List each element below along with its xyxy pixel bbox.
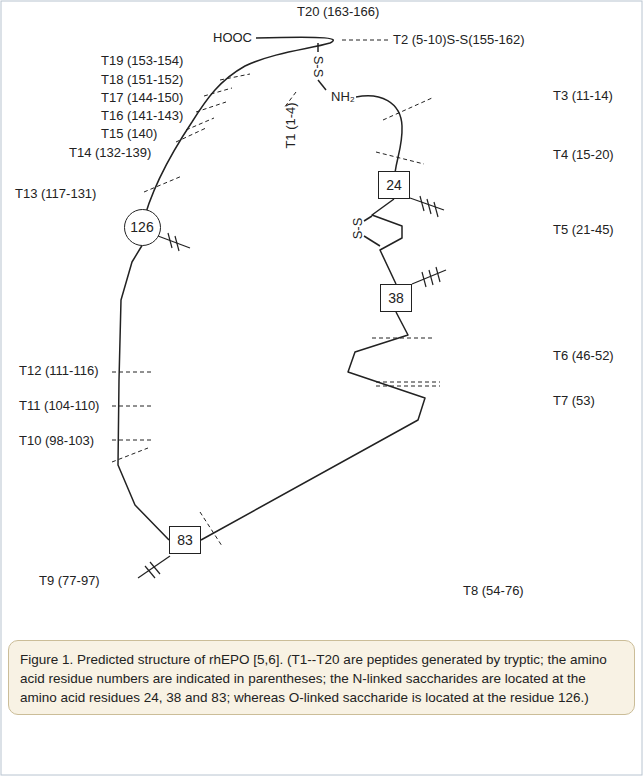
glycosite-box: 83 [169,526,201,554]
peptide-label: T20 (163-166) [296,4,380,19]
residue-number: 83 [177,532,193,548]
chain-label: NH₂ [330,89,356,104]
chain-label: S-S [311,55,326,79]
residue-number: 126 [130,219,153,235]
chain-segment [372,199,402,284]
peptide-label: T7 (53) [552,393,596,408]
figure-caption: Figure 1. Predicted structure of rhEPO [… [20,650,623,707]
peptide-label: T18 (151-152) [100,72,184,87]
glycosite-box: 24 [378,171,410,199]
peptide-label: T13 (117-131) [14,186,97,201]
chain-label: HOOC [212,30,253,45]
chain-segment [201,312,425,540]
peptide-label: T19 (153-154) [100,53,184,68]
peptide-label: T9 (77-97) [38,573,101,588]
chain-label: S-S [350,217,365,241]
peptide-label: T16 (141-143) [100,108,184,123]
glycosite-box: 38 [380,284,412,312]
residue-number: 24 [386,177,402,193]
peptide-label: T8 (54-76) [462,583,525,598]
chain-segment [118,246,169,541]
peptide-label: T1 (1-4) [283,101,298,149]
peptide-label: T14 (132-139) [68,145,152,160]
peptide-label: T12 (111-116) [18,363,100,378]
peptide-label: T3 (11-14) [552,88,614,103]
peptide-label: T2 (5-10)S-S(155-162) [392,32,526,47]
peptide-label: T17 (144-150) [100,90,184,105]
glycosite-circle: 126 [124,209,161,246]
peptide-label: T15 (140) [100,126,158,141]
peptide-label: T11 (104-110) [18,398,100,413]
peptide-label: T5 (21-45) [552,222,615,237]
residue-number: 38 [388,290,404,306]
peptide-label: T4 (15-20) [552,147,615,162]
peptide-label: T6 (46-52) [552,348,615,363]
peptide-label: T10 (98-103) [18,433,95,448]
